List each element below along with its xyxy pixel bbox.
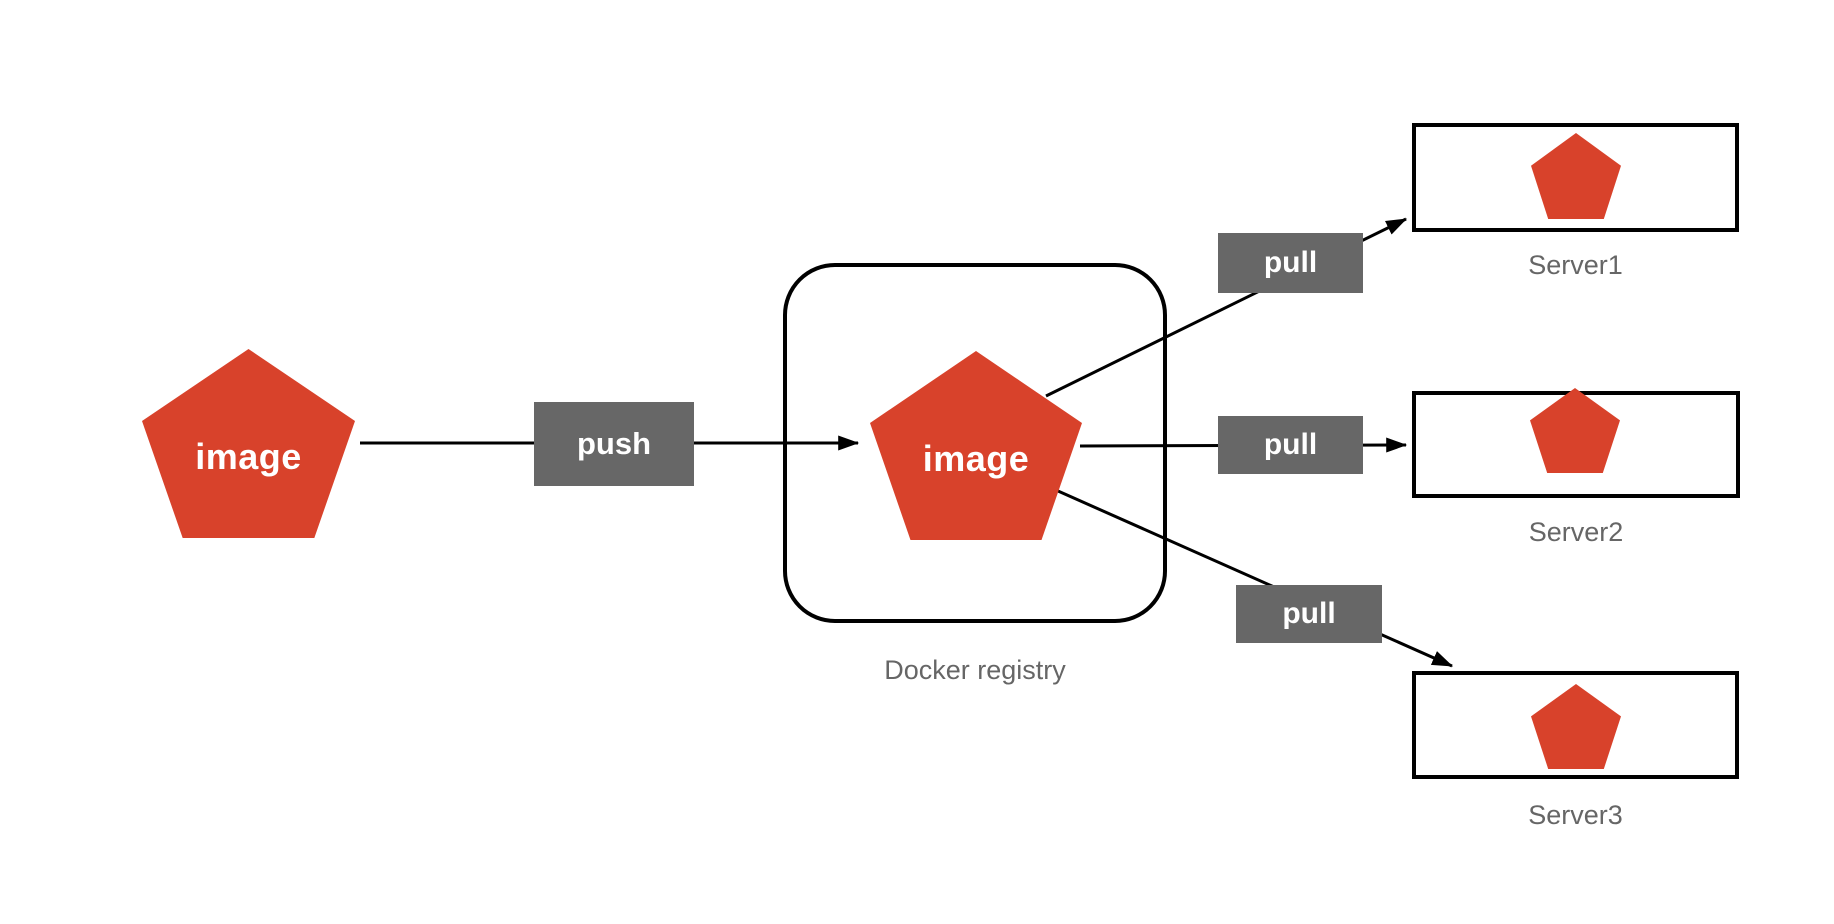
server2-label: Server2 xyxy=(1528,517,1624,547)
docker-registry-caption: Docker registry xyxy=(884,655,1066,685)
push-box: push xyxy=(534,402,694,486)
server3-label: Server3 xyxy=(1528,800,1623,830)
pull-box-server3: pull xyxy=(1236,585,1382,643)
pull-label: pull xyxy=(1282,597,1336,630)
pull-label: pull xyxy=(1263,428,1318,461)
pull-box-server1: pull xyxy=(1218,233,1363,293)
registry-image-label: image xyxy=(922,437,1030,479)
source-image-label: image xyxy=(195,435,302,477)
server1-label: Server1 xyxy=(1528,250,1623,280)
server1-image-pentagon-icon xyxy=(1531,133,1621,219)
server1-box xyxy=(1412,123,1739,232)
pull-label: pull xyxy=(1263,246,1318,279)
server3-box xyxy=(1412,671,1739,779)
pull-box-server2: pull xyxy=(1218,416,1363,474)
push-label: push xyxy=(576,426,652,461)
source-image-pentagon: image xyxy=(142,349,355,538)
server3-image-pentagon-icon xyxy=(1531,684,1621,769)
